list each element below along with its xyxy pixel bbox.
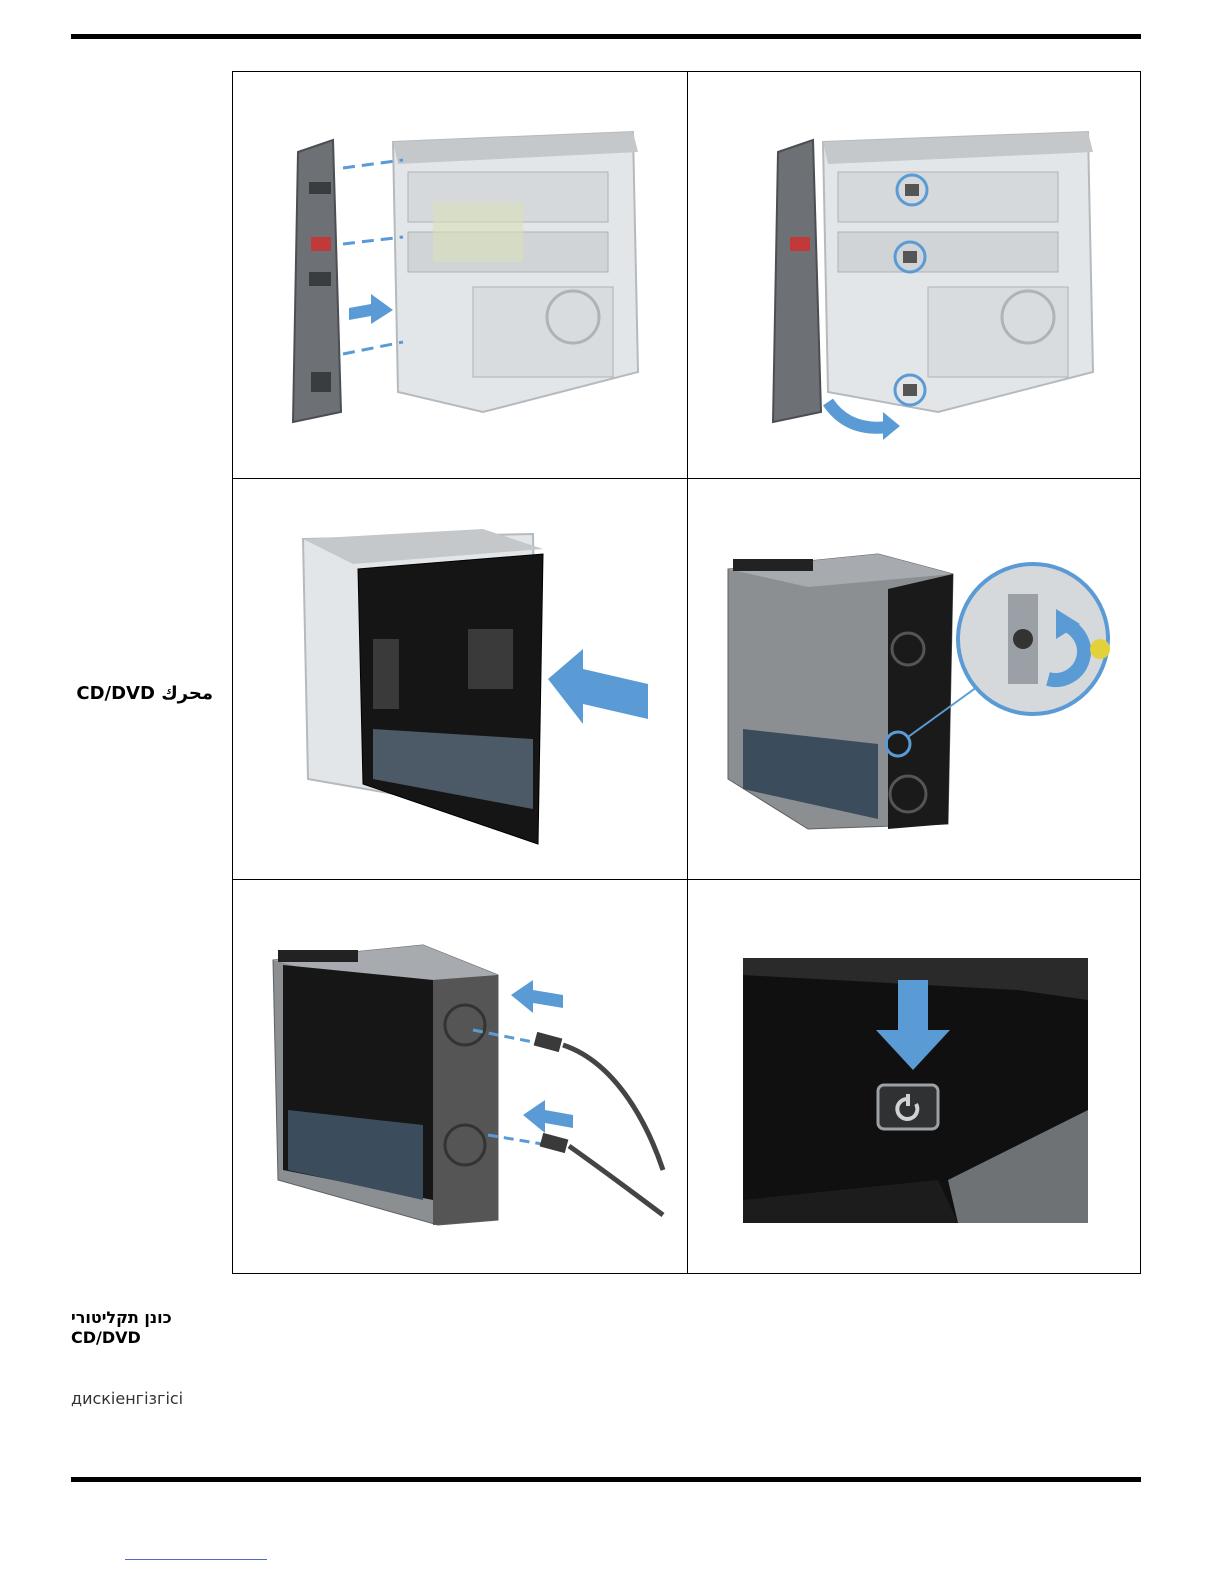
screw-rotate-arrow-icon (688, 479, 1142, 879)
bottom-rule (71, 1477, 1141, 1482)
label-arabic-cd-dvd: محرك CD/DVD (71, 684, 213, 704)
footer-link-underline[interactable] (125, 1559, 267, 1560)
figure-press-power (688, 880, 1142, 1274)
label-hebrew-cd-dvd: כונן תקליטורי CD/DVD (71, 1308, 172, 1348)
bezel-tabs-highlighted-icon (688, 72, 1142, 478)
label-hebrew-line-2: CD/DVD (71, 1328, 172, 1348)
bezel-align-arrows-icon (233, 72, 687, 478)
figure-attach-front-bezel (233, 72, 687, 478)
label-hebrew-line-1: כונן תקליטורי (71, 1308, 172, 1328)
power-button-icon (688, 880, 1142, 1274)
figure-grid (232, 71, 1141, 1274)
figure-connect-cables (233, 880, 687, 1274)
figure-thumbscrew-tighten (688, 479, 1142, 879)
top-rule (71, 34, 1141, 39)
figure-side-panel-slide (233, 479, 687, 879)
power-cable-arrows-icon (233, 880, 687, 1274)
figure-bezel-tabs-rotate (688, 72, 1142, 478)
panel-push-arrow-icon (233, 479, 687, 879)
label-kazakh-cd-dvd: дискіенгізгісі (71, 1389, 183, 1409)
